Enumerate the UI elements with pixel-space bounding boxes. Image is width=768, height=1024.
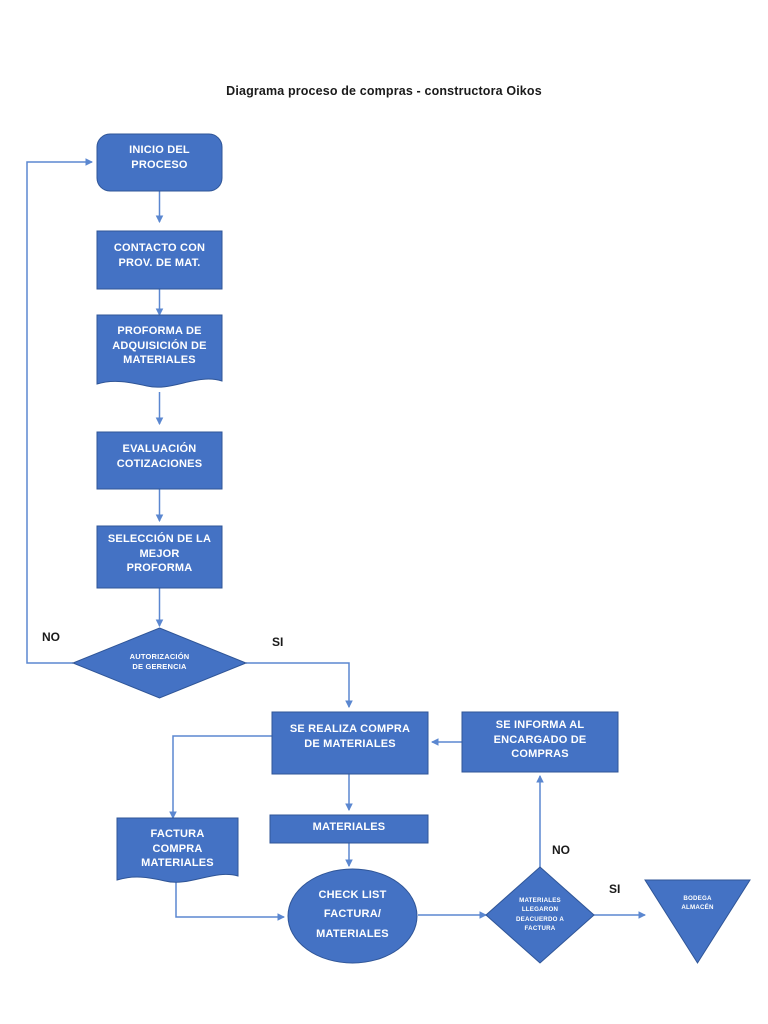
node-evaluacion: [96, 431, 223, 490]
edge-factura-checklist: [175, 880, 286, 921]
node-inicio: [96, 133, 223, 192]
node-proforma: [96, 314, 223, 388]
node-seleccion: [96, 525, 223, 589]
edge-compra-factura: [169, 735, 272, 820]
connector-layer: [26, 158, 647, 921]
edge-label-no-verificacion: NO: [552, 843, 570, 857]
node-verificacion: [485, 866, 595, 964]
edge-label-si-verificacion: SI: [609, 882, 621, 896]
edge-label-no-autorizacion: NO: [42, 630, 60, 644]
node-contacto: [96, 230, 223, 290]
edge-autorizacion-no-inicio: [26, 158, 94, 664]
node-informa: [461, 711, 619, 773]
node-bodega: [644, 879, 751, 964]
node-autorizacion: [71, 627, 248, 699]
edge-autorizacion-si-compra: [246, 662, 353, 709]
shape-layer: [71, 133, 751, 964]
node-materiales: [269, 814, 429, 844]
page-title: Diagrama proceso de compras - constructo…: [226, 84, 542, 98]
node-checklist: [287, 868, 418, 964]
node-compra: [271, 711, 429, 775]
edge-label-si-autorizacion: SI: [272, 635, 284, 649]
node-factura: [116, 817, 239, 883]
